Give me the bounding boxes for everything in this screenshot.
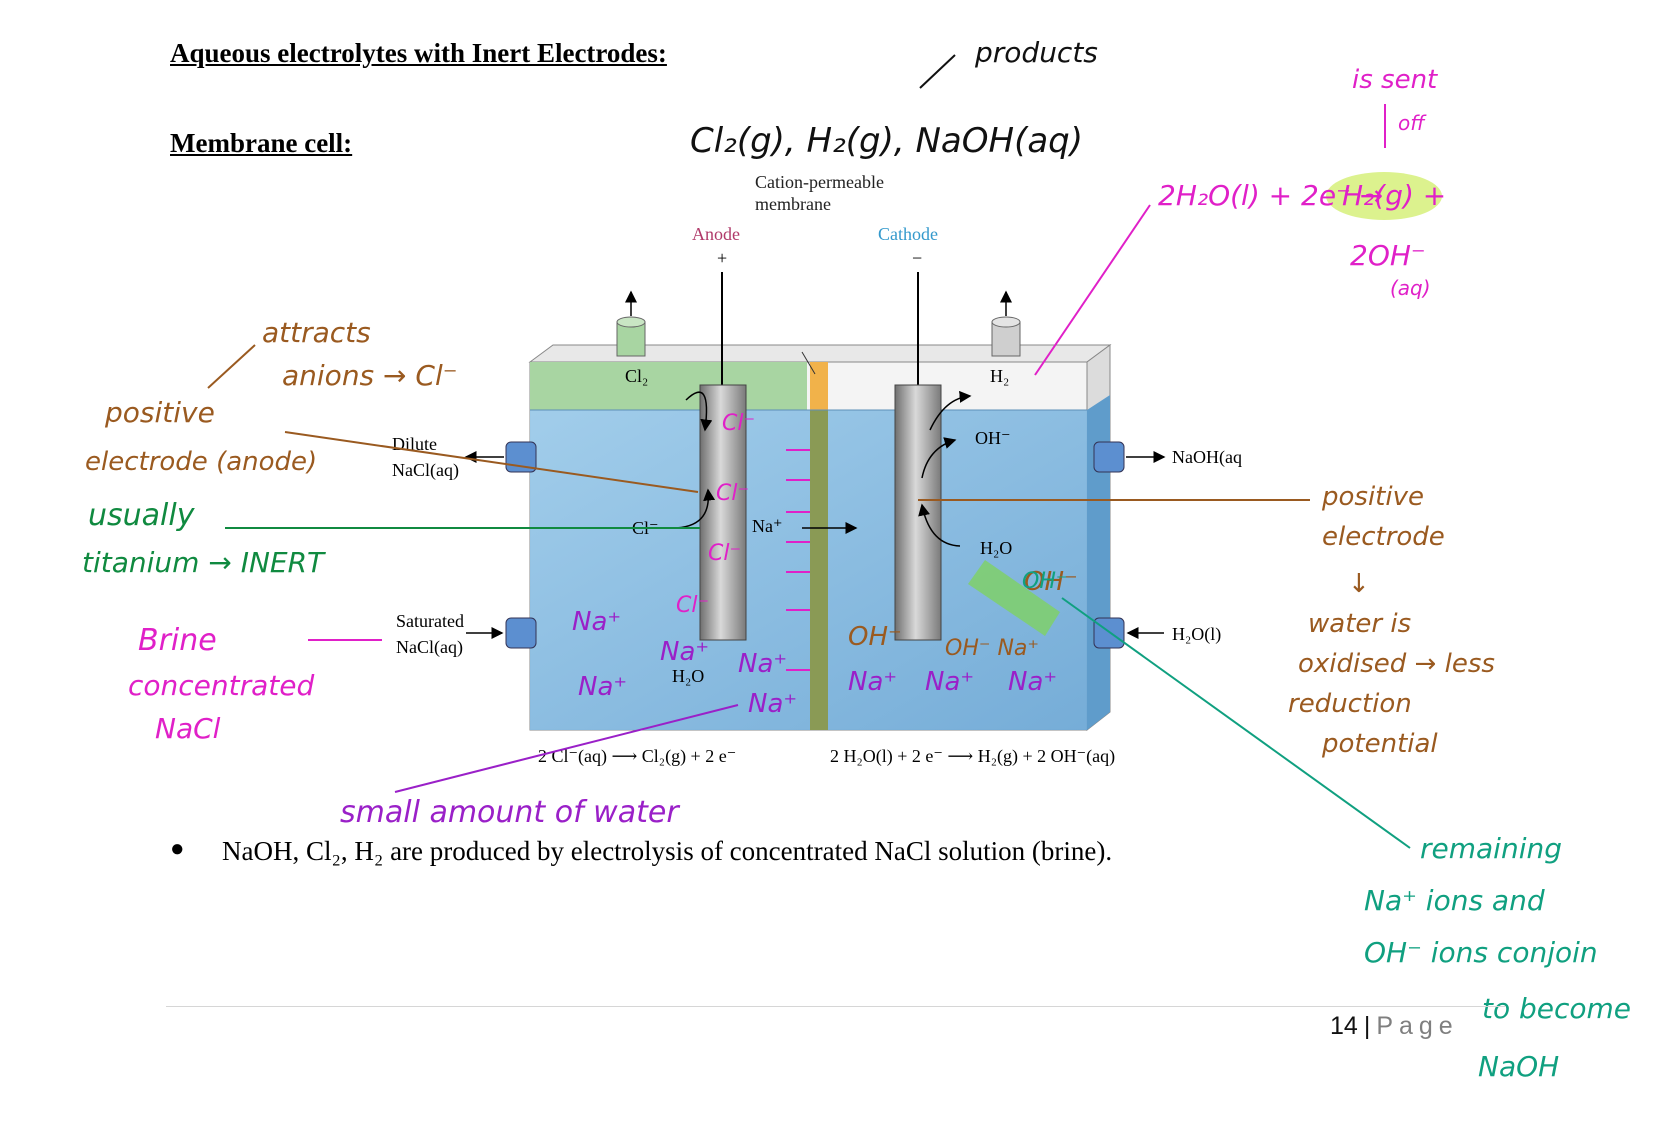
naoh-outlet-label: NaOH(aq	[1172, 447, 1242, 468]
h2-arrow	[929, 390, 972, 431]
naoh-handwritten: NaOH	[1478, 1050, 1559, 1083]
membrane-label-2: membrane	[755, 194, 831, 214]
na-ion-1: Na⁺	[572, 607, 621, 637]
anode-electrode	[699, 272, 747, 641]
dilute-label-2: NaCl(aq)	[392, 460, 459, 481]
oh-minus-label: OH⁻	[975, 428, 1011, 448]
h2-outlet	[991, 290, 1021, 357]
bullet-icon: ●	[170, 836, 185, 862]
down-arrow: ↓	[1348, 569, 1370, 599]
na-ion-6: Na⁺	[848, 667, 897, 697]
usually-label: usually	[88, 498, 196, 533]
cl2-outlet	[616, 290, 646, 357]
to-become-label: to become	[1482, 992, 1631, 1025]
small-water-pointer	[394, 704, 739, 793]
h2o-inlet-label: H₂O(l)	[1172, 624, 1221, 645]
na-ion-2: Na⁺	[660, 637, 709, 667]
oh-na-pair: OH⁻ Na⁺	[945, 636, 1039, 661]
page-title: Aqueous electrolytes with Inert Electrod…	[170, 38, 667, 68]
page-word: Page	[1376, 1012, 1459, 1040]
saturated-label-2: NaCl(aq)	[396, 637, 463, 658]
h2-label: H₂	[990, 366, 1009, 386]
cl2-arrow	[685, 391, 713, 432]
water-is-label: water is	[1308, 609, 1411, 639]
remaining-label: remaining	[1420, 832, 1562, 865]
bullet-item: ● NaOH, Cl₂, H₂ are produced by electrol…	[170, 836, 1112, 867]
electrode-right-label: electrode	[1322, 522, 1445, 552]
brine-label: Brine	[138, 623, 217, 658]
cl-ion-1: Cl⁻	[722, 411, 755, 436]
na-flow-arrows	[786, 449, 810, 671]
na-ion-7: Na⁺	[925, 667, 974, 697]
anode-h2o-label: H₂O	[672, 666, 704, 686]
h2-highlight	[1326, 172, 1442, 220]
anode-label: Anode	[692, 224, 740, 244]
anode-gas-space	[530, 362, 807, 410]
anode-equation: 2 Cl⁻(aq) ⟶ Cl₂(g) + 2 e⁻	[538, 746, 736, 767]
na-ion-5: Na⁺	[748, 689, 797, 719]
membrane	[810, 362, 828, 730]
cathode-eq-pointer	[1034, 204, 1151, 376]
cathode-sign: −	[912, 248, 922, 268]
section-title: Membrane cell:	[170, 128, 353, 158]
cathode-eq-handwritten: 2H₂O(l) + 2e⁻ →	[1158, 179, 1383, 212]
page-footer: 14|Page	[1330, 1012, 1459, 1041]
positive-label: positive	[104, 396, 215, 429]
products-stroke	[919, 54, 956, 89]
footer-separator: |	[1363, 1012, 1371, 1040]
na-ion-4: Na⁺	[738, 649, 787, 679]
oh-highlight	[968, 560, 1060, 636]
saturated-label-1: Saturated	[396, 611, 464, 631]
cathode-electrode	[894, 272, 942, 641]
attracts-label: attracts	[262, 316, 371, 349]
membrane-label-1: Cation-permeable	[755, 172, 884, 192]
anions-label: anions → Cl⁻	[282, 359, 458, 392]
oh-arrow	[921, 437, 957, 479]
off-label: off	[1398, 111, 1427, 135]
cathode-equation: 2 H₂O(l) + 2 e⁻ ⟶ H₂(g) + 2 OH⁻(aq)	[830, 746, 1115, 767]
nacl-handwritten: NaCl	[155, 712, 221, 745]
cl-ion-3: Cl⁻	[708, 541, 741, 566]
page-number: 14	[1330, 1012, 1358, 1040]
cl-ion-marks: Cl⁻ Cl⁻ Cl⁻ Cl⁻	[676, 411, 755, 618]
side-pipes	[464, 441, 1166, 649]
oh-ions-label: OH⁻ ions conjoin	[1364, 936, 1598, 969]
cathode-label: Cathode	[878, 224, 938, 244]
na-ions-label: Na⁺ ions and	[1364, 884, 1545, 917]
attracts-pointer	[207, 344, 256, 389]
bullet-text: NaOH, Cl₂, H₂ are produced by electrolys…	[222, 836, 1113, 866]
cl-ion-4: Cl⁻	[676, 593, 709, 618]
titanium-label: titanium → INERT	[82, 546, 326, 579]
na-plus-label: Na⁺	[752, 516, 783, 536]
cl2-label: Cl₂	[625, 366, 648, 386]
anode-pointer	[284, 431, 699, 493]
potential-label: potential	[1321, 729, 1438, 759]
oh-highlighted-ion: OH⁻	[1022, 569, 1067, 594]
products-label: products	[974, 36, 1098, 69]
cl-ion-2: Cl⁻	[716, 481, 749, 506]
oh-ion-2: OH⁻	[1024, 567, 1078, 597]
reduction-label: reduction	[1288, 689, 1412, 719]
h2-handwritten: H₂(g) +	[1342, 179, 1446, 212]
footer-divider	[166, 1006, 1506, 1007]
is-sent-label: is sent	[1352, 65, 1438, 95]
oh-ion-1: OH⁻	[848, 622, 902, 652]
h2o-arrow	[918, 503, 961, 547]
small-water-label: small amount of water	[340, 795, 680, 830]
anode-sign: +	[717, 248, 727, 268]
aq-handwritten: (aq)	[1390, 276, 1431, 300]
na-ion-3: Na⁺	[578, 672, 627, 702]
membrane-pointer	[801, 351, 816, 375]
products-formula: Cl₂(g), H₂(g), NaOH(aq)	[690, 121, 1083, 161]
na-ion-8: Na⁺	[1008, 667, 1057, 697]
positive-right-label: positive	[1321, 482, 1424, 512]
cathode-h2o-label: H₂O	[980, 538, 1012, 558]
remaining-pointer	[1061, 597, 1411, 849]
concentrated-label: concentrated	[128, 669, 314, 702]
oh-handwritten: 2OH⁻	[1350, 239, 1426, 272]
electrode-anode-label: electrode (anode)	[85, 447, 317, 477]
oxidised-label: oxidised → less	[1298, 649, 1495, 679]
